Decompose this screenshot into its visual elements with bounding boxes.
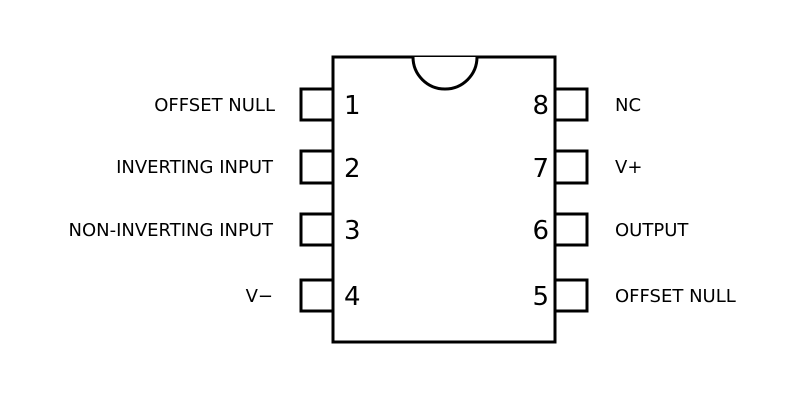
right-pin-7: 7 V+ bbox=[532, 149, 642, 185]
pin-pad bbox=[553, 149, 589, 185]
pin-label: OFFSET NULL bbox=[615, 286, 736, 307]
pin-label: NON-INVERTING INPUT bbox=[69, 220, 274, 241]
pin-pad bbox=[553, 87, 589, 122]
pin-pad bbox=[553, 212, 589, 247]
pin-number: 8 bbox=[532, 91, 549, 121]
right-pin-6: 6 OUTPUT bbox=[532, 212, 689, 247]
orientation-notch bbox=[411, 56, 479, 91]
left-pin-3: 3 NON-INVERTING INPUT bbox=[69, 212, 361, 247]
pin-label: NC bbox=[615, 95, 641, 116]
pin-label: OUTPUT bbox=[615, 220, 689, 241]
left-pin-2: 2 INVERTING INPUT bbox=[116, 149, 361, 185]
pin-pad bbox=[299, 149, 335, 185]
pin-number: 6 bbox=[532, 216, 549, 246]
left-pin-1: 1 OFFSET NULL bbox=[154, 87, 361, 122]
right-pin-8: 8 NC bbox=[532, 87, 641, 122]
pin-number: 1 bbox=[344, 91, 361, 121]
chip-body bbox=[331, 55, 557, 344]
pin-number: 2 bbox=[344, 154, 361, 184]
pin-number: 5 bbox=[532, 282, 549, 312]
pin-number: 4 bbox=[344, 282, 361, 312]
pin-number: 3 bbox=[344, 216, 361, 246]
right-pin-5: 5 OFFSET NULL bbox=[532, 278, 736, 313]
pin-label: INVERTING INPUT bbox=[116, 157, 274, 178]
pin-label: OFFSET NULL bbox=[154, 95, 275, 116]
pin-label: V− bbox=[246, 286, 273, 307]
pin-number: 7 bbox=[532, 154, 549, 184]
pin-label: V+ bbox=[615, 157, 642, 178]
pin-pad bbox=[299, 278, 335, 313]
pin-pad bbox=[553, 278, 589, 313]
left-pin-4: 4 V− bbox=[246, 278, 361, 313]
pin-pad bbox=[299, 87, 335, 122]
pin-pad bbox=[299, 212, 335, 247]
